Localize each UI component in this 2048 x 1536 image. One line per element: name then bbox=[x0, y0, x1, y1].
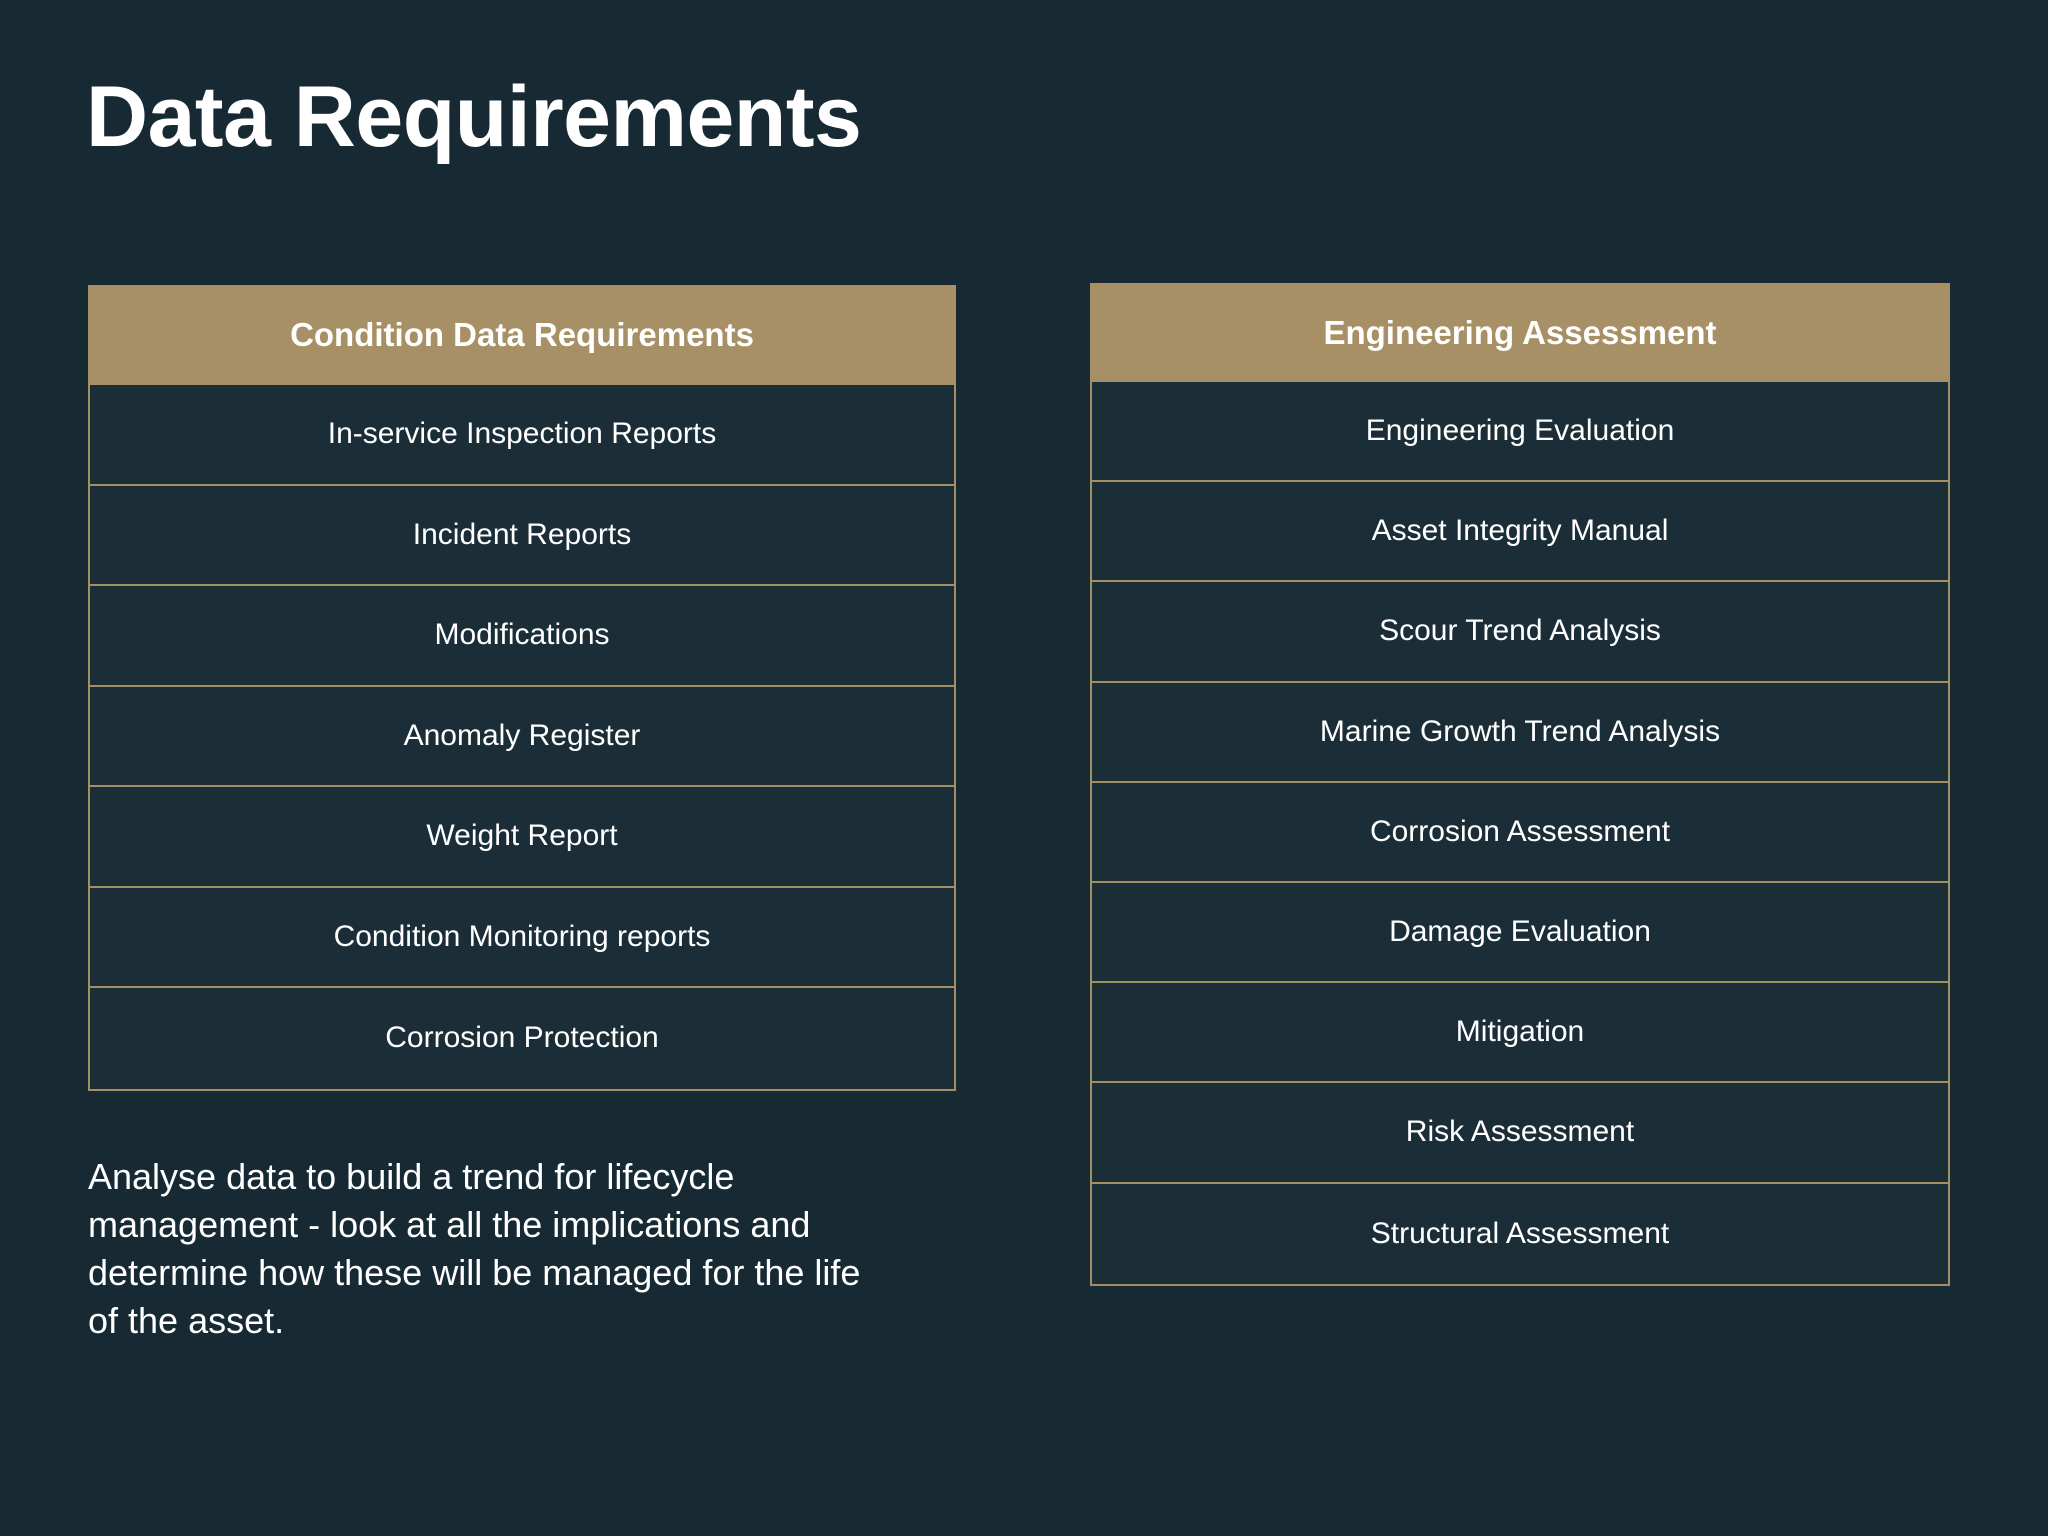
table-row: Structural Assessment bbox=[1092, 1183, 1948, 1284]
table-row: Weight Report bbox=[90, 787, 954, 888]
condition-data-requirements-body: In-service Inspection Reports Incident R… bbox=[88, 385, 956, 1091]
table-row: In-service Inspection Reports bbox=[90, 385, 954, 486]
engineering-assessment-body: Engineering Evaluation Asset Integrity M… bbox=[1090, 382, 1950, 1286]
table-row: Modifications bbox=[90, 586, 954, 687]
engineering-assessment-table: Engineering Assessment Engineering Evalu… bbox=[1090, 283, 1950, 1286]
page-title: Data Requirements bbox=[86, 69, 862, 165]
table-row: Engineering Evaluation bbox=[1092, 382, 1948, 483]
table-row: Asset Integrity Manual bbox=[1092, 482, 1948, 583]
table-row: Damage Evaluation bbox=[1092, 882, 1948, 984]
table-row: Corrosion Assessment bbox=[1092, 782, 1948, 883]
table-row: Incident Reports bbox=[90, 485, 954, 586]
table-row: Scour Trend Analysis bbox=[1092, 582, 1948, 683]
table-row: Corrosion Protection bbox=[90, 988, 954, 1089]
table-row: Mitigation bbox=[1092, 983, 1948, 1084]
footnote-text: Analyse data to build a trend for lifecy… bbox=[88, 1156, 861, 1341]
condition-data-requirements-table: Condition Data Requirements In-service I… bbox=[88, 285, 956, 1091]
table-row: Risk Assessment bbox=[1092, 1083, 1948, 1184]
table-row: Marine Growth Trend Analysis bbox=[1092, 682, 1948, 783]
table-row: Condition Monitoring reports bbox=[90, 887, 954, 988]
engineering-assessment-header: Engineering Assessment bbox=[1090, 283, 1950, 382]
condition-data-requirements-header: Condition Data Requirements bbox=[88, 285, 956, 385]
table-row: Anomaly Register bbox=[90, 686, 954, 787]
